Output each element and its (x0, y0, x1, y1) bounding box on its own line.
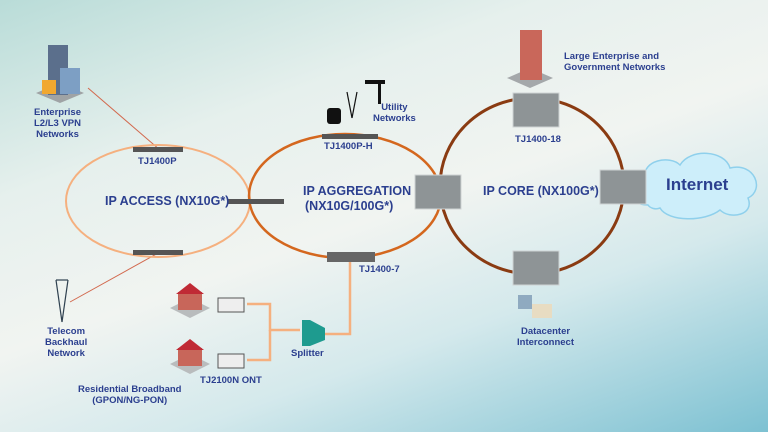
house-icon (170, 339, 210, 374)
endpoint-internet-label: Internet (666, 175, 729, 194)
device-tj1400ph (322, 134, 378, 139)
splitter-icon (302, 320, 325, 346)
device-label-splitter: Splitter (291, 348, 324, 359)
large-enterprise-building-icon (507, 30, 553, 88)
device-label-tj1400-7: TJ1400-7 (359, 264, 400, 275)
ont-device-1 (217, 297, 245, 313)
device-core-internet (599, 169, 647, 205)
house-icon (170, 283, 210, 318)
endpoint-residential-label: Residential Broadband (GPON/NG-PON) (78, 384, 182, 406)
telecom-tower-icon (55, 279, 69, 323)
ont-device-2 (217, 353, 245, 369)
endpoint-large-enterprise-label: Large Enterprise and Government Networks (564, 51, 666, 73)
train-icon (327, 108, 341, 124)
device-label-tj1400-18: TJ1400-18 (515, 134, 561, 145)
device-label-tj1400ph: TJ1400P-H (324, 141, 373, 152)
enterprise-building-icon (36, 45, 84, 103)
endpoint-datacenter-label: Datacenter Interconnect (517, 326, 575, 348)
device-tj1400-18 (512, 92, 560, 128)
device-tj1400-7 (327, 252, 375, 262)
link-telecom (69, 251, 161, 303)
oil-pump-icon (365, 80, 385, 104)
device-core-datacenter (512, 250, 560, 286)
ring-access-label: IP ACCESS (NX10G*) (105, 194, 230, 208)
device-tj1400p-bottom (133, 250, 183, 255)
link-splitter-agg (325, 262, 352, 336)
endpoint-enterprise-label: Enterprise L2/L3 VPN Networks (34, 107, 81, 140)
link-ont2 (247, 330, 272, 362)
device-label-tj1400p: TJ1400P (138, 156, 177, 167)
power-tower-icon (346, 91, 358, 119)
device-agg-core (414, 174, 462, 210)
ring-aggregation-label-2: (NX10G/100G*) (305, 199, 394, 213)
device-access-agg (228, 199, 284, 204)
datacenter-icon (518, 295, 552, 318)
device-tj1400p-top (133, 147, 183, 152)
link-ont1 (247, 302, 300, 332)
endpoint-utility-label: Utility Networks (373, 102, 416, 124)
link-enterprise (87, 87, 161, 151)
ring-core-label: IP CORE (NX100G*) (483, 184, 599, 198)
ring-aggregation-label-1: IP AGGREGATION (303, 184, 412, 198)
endpoint-telecom-label: Telecom Backhaul Network (45, 326, 88, 359)
device-label-tj2100n: TJ2100N ONT (200, 375, 262, 386)
